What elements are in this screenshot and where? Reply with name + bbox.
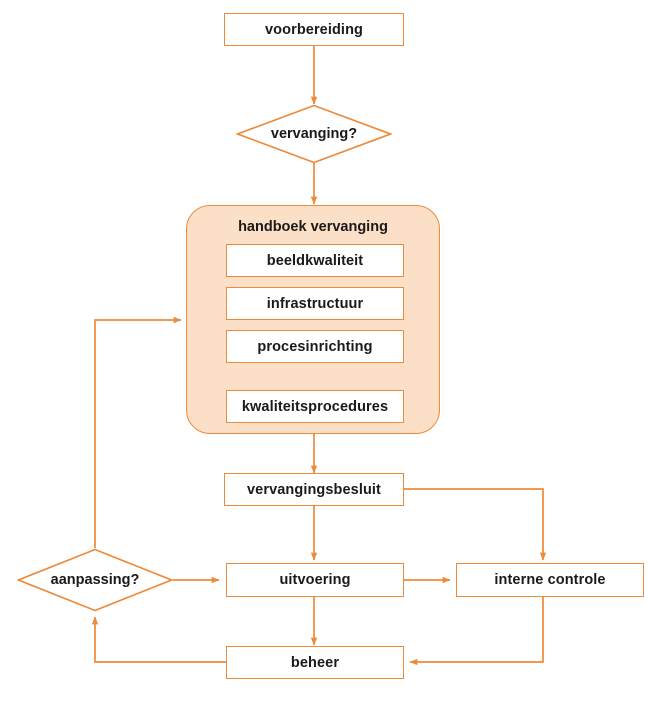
edge-beheer-to-aanpassing: [91, 616, 226, 663]
node-handboek-vervanging-title: handboek vervanging: [238, 219, 388, 235]
node-aanpassing-label: aanpassing?: [50, 572, 140, 588]
node-beeldkwaliteit[interactable]: beeldkwaliteit: [226, 244, 404, 277]
node-beheer-label: beheer: [290, 654, 340, 671]
node-vervangingsbesluit-label: vervangingsbesluit: [247, 481, 381, 498]
edge-interne-controle-to-beheer: [409, 597, 544, 666]
vervanging-diamond-shape: [236, 104, 392, 164]
node-uitvoering[interactable]: uitvoering: [226, 563, 404, 597]
aanpassing-diamond-shape: [17, 548, 173, 612]
node-kwaliteitsprocedures-label: kwaliteitsprocedures: [241, 398, 389, 415]
node-procesinrichting-label: procesinrichting: [257, 338, 373, 355]
node-interne-controle[interactable]: interne controle: [456, 563, 644, 597]
node-uitvoering-label: uitvoering: [279, 572, 351, 588]
node-beheer[interactable]: beheer: [226, 646, 404, 679]
node-procesinrichting[interactable]: procesinrichting: [226, 330, 404, 363]
node-interne-controle-label: interne controle: [494, 572, 606, 588]
node-infrastructuur-label: infrastructuur: [266, 295, 364, 312]
node-vervanging[interactable]: vervanging?: [236, 104, 392, 164]
node-aanpassing[interactable]: aanpassing?: [17, 548, 173, 612]
node-voorbereiding-label: voorbereiding: [265, 21, 363, 38]
node-vervanging-label: vervanging?: [270, 126, 358, 142]
node-beeldkwaliteit-label: beeldkwaliteit: [266, 252, 364, 269]
node-kwaliteitsprocedures[interactable]: kwaliteitsprocedures: [226, 390, 404, 423]
node-infrastructuur[interactable]: infrastructuur: [226, 287, 404, 320]
edge-aanpassing-to-handboek: [94, 316, 182, 548]
edge-vervangingsbesluit-to-interne-controle: [404, 488, 547, 561]
node-voorbereiding[interactable]: voorbereiding: [224, 13, 404, 46]
node-vervangingsbesluit[interactable]: vervangingsbesluit: [224, 473, 404, 506]
